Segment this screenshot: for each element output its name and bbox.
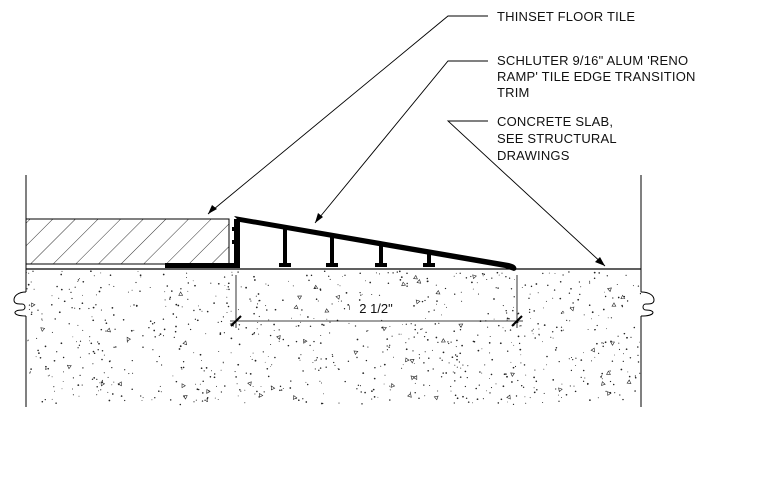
note-transition-trim: SCHLUTER 9/16" ALUM 'RENO RAMP' TILE EDG… [497,53,699,100]
dimension-tick-right [511,315,523,327]
note-thinset-floor-tile: THINSET FLOOR TILE [497,9,635,24]
left-break-symbol [13,291,27,317]
dimension-tick-left [230,315,242,327]
leader-tile [207,15,488,215]
floor-tile [25,218,230,265]
transition-trim [165,216,517,271]
concrete-slab [26,268,641,407]
leader-trim [314,60,488,224]
dimension-label: 2 1/2" [359,301,393,316]
left-edge [13,175,27,407]
concrete-stipple [26,270,641,406]
arrowhead [595,257,605,266]
right-edge [640,175,655,407]
right-break-symbol [640,291,655,317]
note-concrete-slab: CONCRETE SLAB, SEE STRUCTURAL DRAWINGS [497,114,620,163]
arrowhead [315,213,323,223]
arrowhead [208,205,217,214]
leader-slab [446,120,606,267]
dimension-width: 2 1/2" [230,275,523,328]
